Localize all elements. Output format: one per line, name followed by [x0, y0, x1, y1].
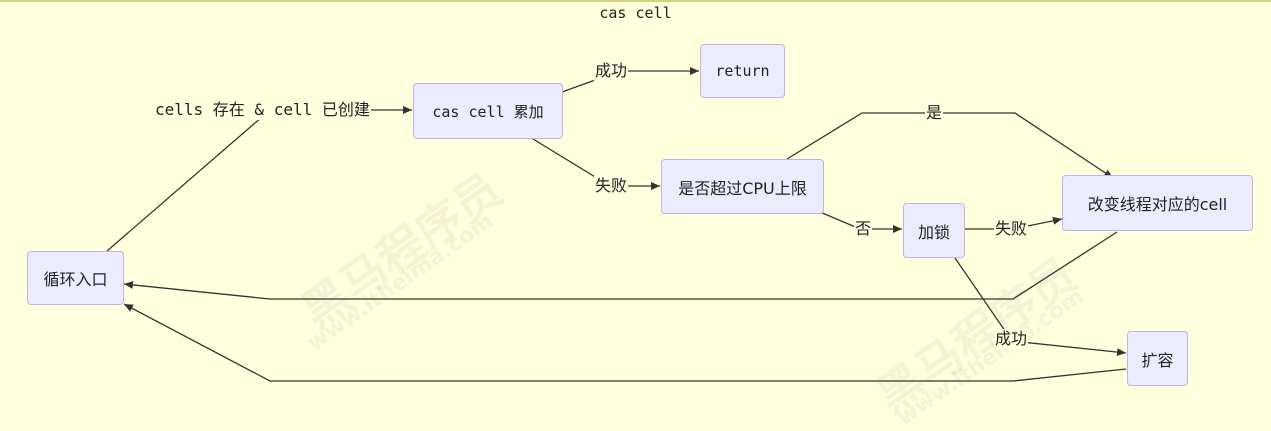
edge-expand-to-loop	[123, 303, 1127, 382]
edge-label-lock-success: 成功	[994, 329, 1029, 349]
node-check-cpu-limit: 是否超过CPU上限	[661, 159, 824, 214]
edge-label-cas-fail: 失败	[594, 176, 629, 196]
top-border	[0, 0, 1271, 2]
edge-label-cells-exist: cells 存在 & cell 已创建	[154, 100, 371, 120]
node-lock: 加锁	[903, 203, 965, 258]
node-loop-entry: 循环入口	[27, 251, 124, 305]
edge-lock-success	[954, 257, 1127, 357]
edge-label-cas-success: 成功	[594, 61, 629, 81]
edge-check-yes	[786, 112, 1114, 179]
node-cas-cell-add: cas cell 累加	[413, 83, 563, 139]
edge-change-to-loop	[123, 231, 1118, 300]
diagram-title: cas cell	[599, 4, 672, 22]
edge-cas-to-return	[561, 67, 699, 93]
edge-label-cpu-no: 否	[854, 219, 873, 239]
edge-label-lock-fail: 失败	[994, 219, 1029, 239]
edge-loop-to-cas	[106, 106, 412, 252]
edge-label-cpu-yes: 是	[925, 103, 944, 123]
node-return: return	[700, 44, 785, 98]
node-change-thread-cell: 改变线程对应的cell	[1062, 175, 1253, 231]
node-expand: 扩容	[1127, 331, 1188, 386]
